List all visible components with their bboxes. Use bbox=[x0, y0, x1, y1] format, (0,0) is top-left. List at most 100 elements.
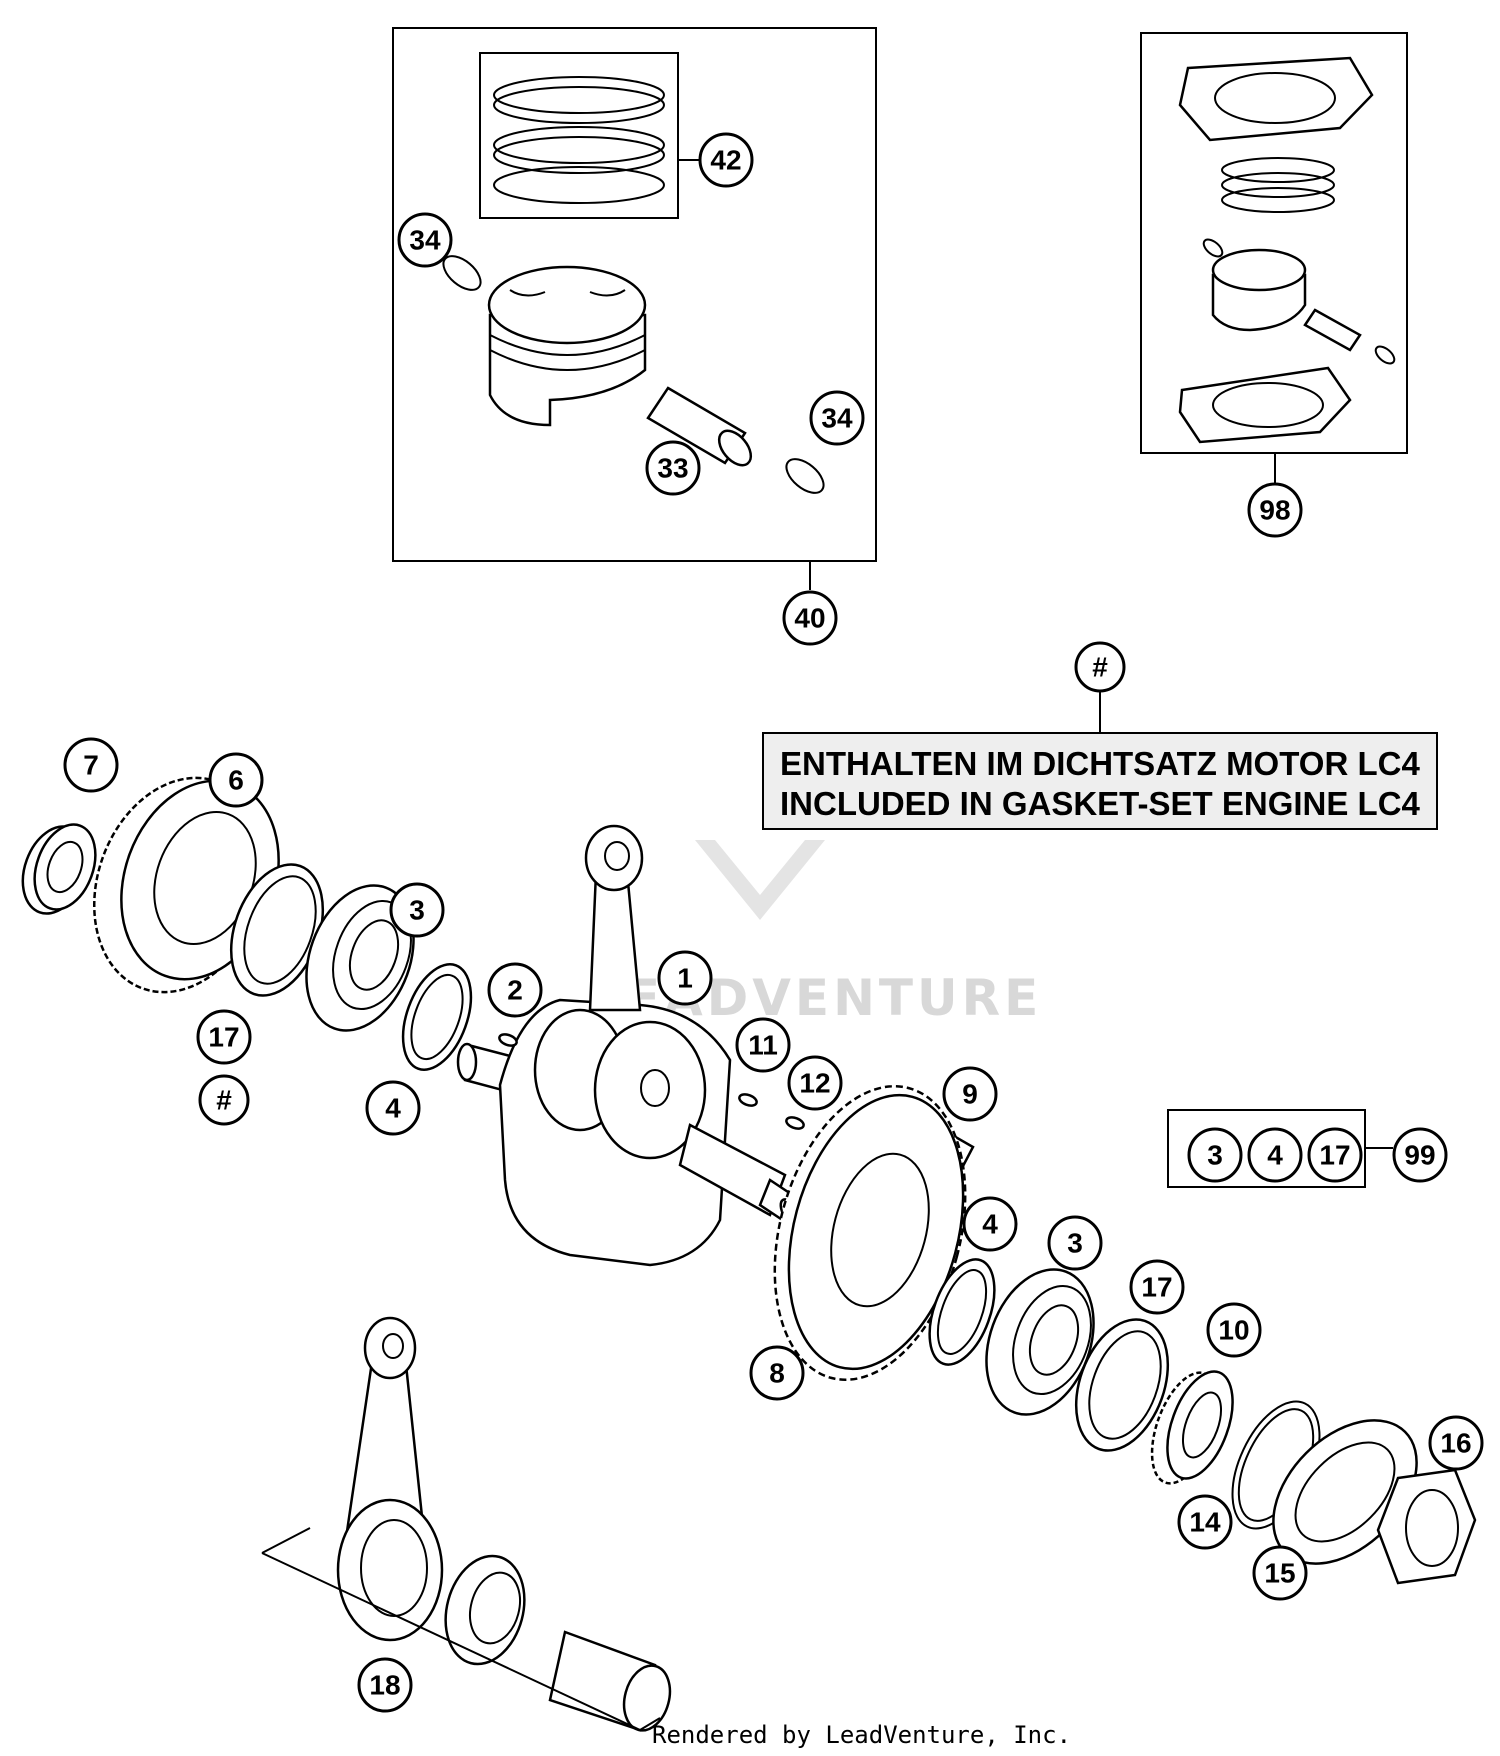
small-piston-rings bbox=[1221, 157, 1335, 213]
callout-4-left: 4 bbox=[365, 1080, 421, 1136]
callout-hash-left: # bbox=[198, 1074, 250, 1126]
callout-9: 9 bbox=[942, 1066, 998, 1122]
svg-text:4: 4 bbox=[385, 1093, 401, 1124]
svg-text:8: 8 bbox=[769, 1358, 785, 1389]
crank-pin bbox=[548, 1630, 672, 1732]
base-gasket bbox=[1178, 366, 1352, 444]
svg-text:99: 99 bbox=[1404, 1140, 1435, 1171]
piston bbox=[487, 265, 647, 427]
head-gasket bbox=[1178, 56, 1374, 142]
callout-18: 18 bbox=[357, 1657, 413, 1713]
callout-15: 15 bbox=[1252, 1545, 1308, 1601]
svg-text:16: 16 bbox=[1440, 1428, 1471, 1459]
svg-text:#: # bbox=[1092, 652, 1108, 683]
callout-3-left: 3 bbox=[389, 882, 445, 938]
callout-99-item-4: 4 bbox=[1247, 1127, 1303, 1183]
note-line-1: ENTHALTEN IM DICHTSATZ MOTOR LC4 bbox=[780, 745, 1420, 782]
woodruff-key-11 bbox=[738, 1093, 758, 1107]
callout-7: 7 bbox=[63, 737, 119, 793]
main-bearing-left bbox=[305, 884, 415, 1032]
callout-12: 12 bbox=[787, 1055, 843, 1111]
callout-33: 33 bbox=[645, 440, 701, 496]
svg-text:3: 3 bbox=[1207, 1140, 1223, 1171]
woodruff-key-2 bbox=[498, 1033, 518, 1047]
piston-pin bbox=[646, 386, 753, 467]
piston-rings bbox=[493, 76, 665, 204]
svg-text:15: 15 bbox=[1264, 1558, 1295, 1589]
chain-sprocket bbox=[1150, 1370, 1234, 1485]
callout-11: 11 bbox=[735, 1017, 791, 1073]
shim-left-inner bbox=[410, 973, 464, 1061]
svg-text:3: 3 bbox=[409, 895, 425, 926]
svg-text:7: 7 bbox=[83, 750, 99, 781]
needle-bearing bbox=[444, 1554, 526, 1666]
circlip-right bbox=[785, 458, 825, 494]
callout-34-right: 34 bbox=[809, 390, 865, 446]
timing-gear bbox=[773, 1085, 967, 1381]
shim-right-inner bbox=[936, 1269, 988, 1355]
callout-17-left: 17 bbox=[196, 1009, 252, 1065]
svg-text:34: 34 bbox=[409, 225, 441, 256]
footer-credit: Rendered by LeadVenture, Inc. bbox=[652, 1721, 1071, 1749]
callout-hash-note: # bbox=[1074, 641, 1126, 693]
callout-3-right: 3 bbox=[1047, 1215, 1103, 1271]
thrust-washer-inner bbox=[1294, 1441, 1396, 1543]
callout-1: 1 bbox=[657, 950, 713, 1006]
svg-text:11: 11 bbox=[748, 1030, 778, 1061]
svg-text:14: 14 bbox=[1189, 1507, 1221, 1538]
svg-text:6: 6 bbox=[228, 765, 244, 796]
svg-text:9: 9 bbox=[962, 1079, 978, 1110]
svg-text:17: 17 bbox=[1141, 1272, 1172, 1303]
shim-right bbox=[928, 1258, 996, 1366]
callout-16: 16 bbox=[1428, 1415, 1484, 1471]
crankshaft bbox=[456, 998, 802, 1267]
svg-text:98: 98 bbox=[1259, 495, 1290, 526]
callout-40: 40 bbox=[782, 590, 838, 646]
callout-98: 98 bbox=[1247, 482, 1303, 538]
svg-text:1: 1 bbox=[677, 963, 693, 994]
svg-text:4: 4 bbox=[982, 1209, 998, 1240]
callout-2: 2 bbox=[487, 962, 543, 1018]
oil-seal bbox=[21, 823, 97, 915]
svg-text:42: 42 bbox=[710, 145, 741, 176]
small-piston-pin bbox=[1303, 308, 1362, 352]
svg-text:10: 10 bbox=[1218, 1315, 1249, 1346]
callout-6: 6 bbox=[208, 752, 264, 808]
small-piston bbox=[1211, 248, 1307, 332]
callout-8: 8 bbox=[749, 1345, 805, 1401]
seal-ring-right-inner bbox=[1088, 1330, 1162, 1440]
svg-text:4: 4 bbox=[1267, 1140, 1283, 1171]
callout-17-right: 17 bbox=[1129, 1259, 1185, 1315]
circlip-left bbox=[442, 255, 482, 291]
svg-text:17: 17 bbox=[1319, 1140, 1350, 1171]
gasket-set-note bbox=[762, 732, 1438, 830]
woodruff-key-12 bbox=[785, 1116, 805, 1130]
callout-99-item-17: 17 bbox=[1307, 1127, 1363, 1183]
piston-ring-box bbox=[479, 52, 679, 219]
callout-10: 10 bbox=[1206, 1302, 1262, 1358]
shim-left bbox=[401, 963, 473, 1071]
callout-99-item-3: 3 bbox=[1187, 1127, 1243, 1183]
watermark: LEADVENTURE bbox=[590, 840, 1038, 1027]
connecting-rod-kit bbox=[336, 1316, 444, 1642]
callout-14: 14 bbox=[1177, 1494, 1233, 1550]
small-circlip-right bbox=[1374, 345, 1396, 365]
callout-34-left: 34 bbox=[397, 212, 453, 268]
callout-99: 99 bbox=[1392, 1127, 1448, 1183]
svg-text:40: 40 bbox=[794, 603, 825, 634]
note-line-2: INCLUDED IN GASKET-SET ENGINE LC4 bbox=[780, 785, 1421, 822]
svg-text:18: 18 bbox=[369, 1670, 400, 1701]
leader-lines bbox=[678, 159, 1393, 1149]
connecting-rod-assembled bbox=[584, 824, 644, 1012]
svg-text:2: 2 bbox=[507, 975, 523, 1006]
svg-text:34: 34 bbox=[821, 403, 853, 434]
svg-text:33: 33 bbox=[657, 453, 688, 484]
callout-4-right: 4 bbox=[962, 1196, 1018, 1252]
svg-text:12: 12 bbox=[799, 1068, 830, 1099]
svg-text:#: # bbox=[216, 1085, 232, 1116]
small-circlip-left bbox=[1202, 238, 1224, 258]
callout-42: 42 bbox=[698, 132, 754, 188]
piston-kit-box bbox=[392, 27, 877, 562]
svg-text:3: 3 bbox=[1067, 1228, 1083, 1259]
